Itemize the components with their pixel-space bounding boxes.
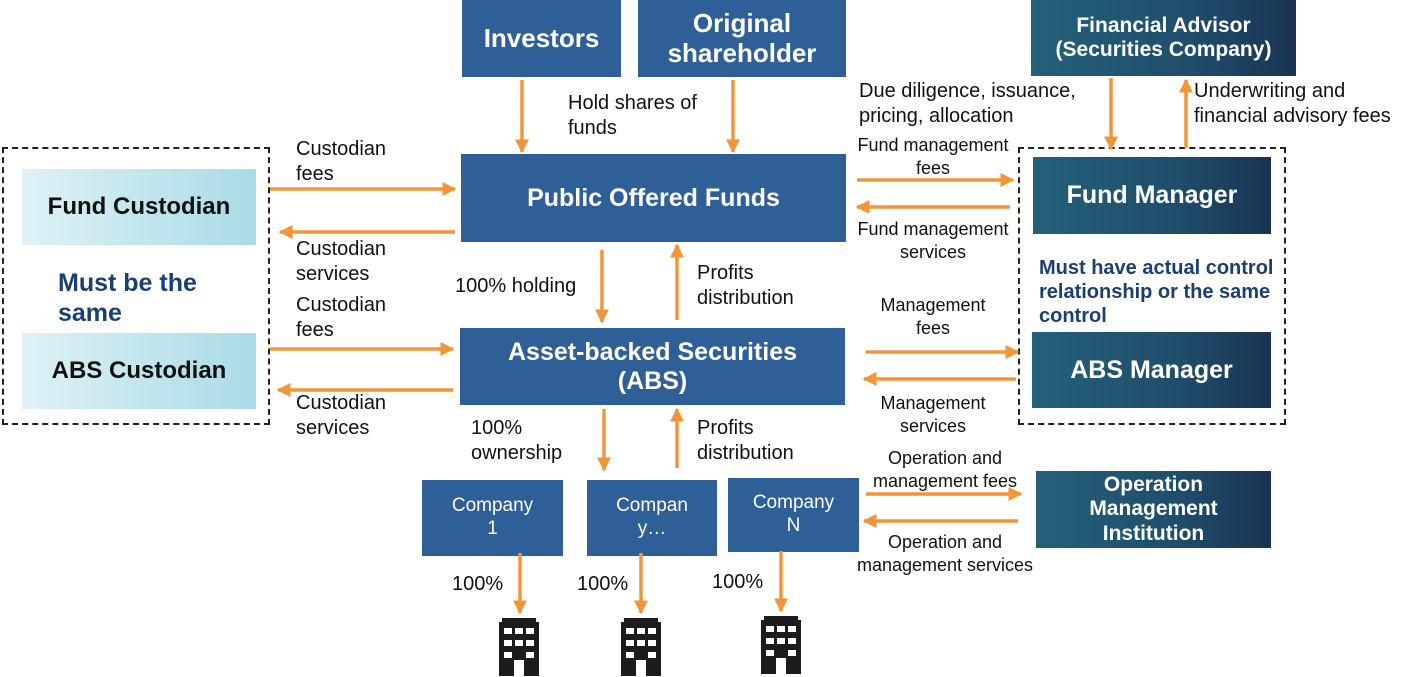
abs-box: Asset-backed Securities (ABS) (460, 328, 845, 405)
op-fees-label: Operation and management fees (872, 448, 1018, 491)
abs-manager-box: ABS Manager (1032, 332, 1271, 408)
financial-advisor-label: Financial Advisor (Securities Company) (1055, 13, 1272, 61)
company-n-box: Company N (728, 478, 859, 552)
custodian-services-label-2: Custodian services (296, 392, 387, 439)
hold-shares-label: Hold shares of funds (568, 92, 697, 139)
operation-institution-box: Operation Management Institution (1036, 471, 1271, 548)
abs-label: Asset-backed Securities (ABS) (507, 337, 798, 395)
fund-mgmt-fees-label: Fund management fees (857, 135, 1009, 178)
custodian-services-label-1: Custodian services (296, 238, 387, 285)
fund-custodian-box: Fund Custodian (22, 169, 256, 245)
public-funds-box: Public Offered Funds (461, 154, 846, 242)
actual-control-note: Must have actual control relationship or… (1039, 257, 1274, 327)
abs-custodian-label: ABS Custodian (51, 357, 227, 385)
company-y-label: Compan y… (616, 495, 688, 539)
company-y-box: Compan y… (587, 480, 717, 556)
company-n-label: Company N (752, 492, 835, 536)
ownership-100-label: 100% ownership (471, 417, 563, 464)
investors-label: Investors (483, 22, 600, 53)
fund-manager-box: Fund Manager (1033, 157, 1271, 234)
fund-custodian-label: Fund Custodian (47, 193, 231, 221)
custodian-group-border (2, 147, 270, 425)
profits-label-1: Profits distribution (697, 262, 794, 309)
original-shareholder-label: Original shareholder (667, 7, 817, 68)
holding-100-label: 100% holding (455, 275, 577, 297)
company-1-label: Company 1 (451, 495, 534, 539)
building-icon (761, 616, 801, 674)
financial-advisor-box: Financial Advisor (Securities Company) (1031, 0, 1296, 76)
public-funds-label: Public Offered Funds (527, 183, 780, 212)
op-services-label: Operation and management services (856, 532, 1034, 575)
fund-manager-label: Fund Manager (1066, 181, 1238, 210)
company-1-box: Company 1 (422, 480, 563, 556)
custodian-fees-label-1: Custodian fees (296, 138, 387, 185)
pct-label-2: 100% (577, 573, 629, 595)
abs-custodian-box: ABS Custodian (22, 333, 256, 409)
custodian-fees-label-2: Custodian fees (296, 294, 387, 341)
fund-mgmt-services-label: Fund management services (857, 219, 1009, 262)
profits-label-2: Profits distribution (697, 417, 794, 464)
operation-institution-label: Operation Management Institution (1089, 473, 1218, 545)
pct-label-3: 100% (712, 571, 764, 593)
manager-group-border (1018, 147, 1286, 425)
mgmt-fees-label: Management fees (880, 295, 986, 338)
underwriting-label: Underwriting and financial advisory fees (1194, 80, 1391, 127)
original-shareholder-box: Original shareholder (638, 0, 846, 77)
pct-label-1: 100% (452, 573, 504, 595)
building-icon (499, 618, 539, 676)
abs-manager-label: ABS Manager (1070, 355, 1233, 384)
investors-box: Investors (462, 0, 621, 77)
mgmt-services-label: Management services (880, 393, 986, 436)
must-be-same-note: Must be the same (58, 269, 197, 327)
building-icon (621, 618, 661, 676)
due-diligence-label: Due diligence, issuance, pricing, alloca… (859, 80, 1076, 127)
